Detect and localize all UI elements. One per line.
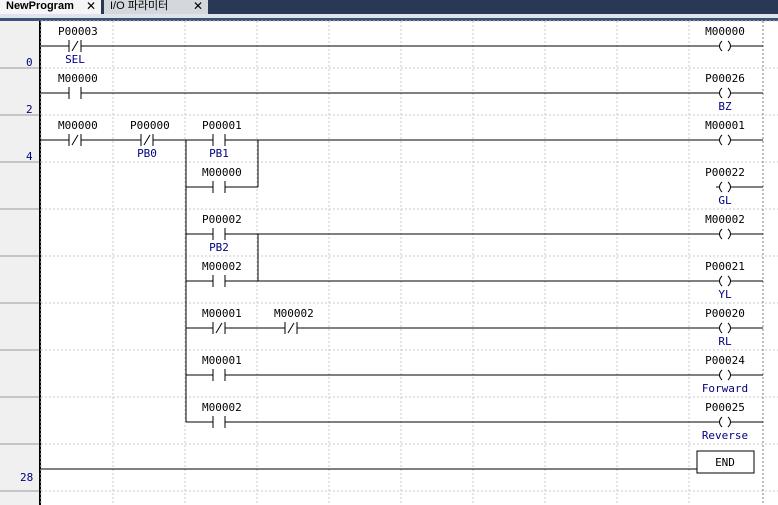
contact-device-label: P00000 [130, 119, 170, 132]
contact-m00000[interactable]: M00000 [58, 72, 98, 99]
tab-newprogram[interactable]: NewProgram ✕ [0, 0, 101, 14]
coil-comment: BZ [718, 100, 732, 113]
coil-comment: Reverse [702, 429, 748, 442]
coil-device-label: M00001 [705, 119, 745, 132]
coil-device-label: P00025 [705, 401, 745, 414]
coil-comment: RL [718, 335, 732, 348]
coil-device-label: M00000 [705, 25, 745, 38]
contact-comment: PB0 [137, 147, 157, 160]
close-icon[interactable]: ✕ [85, 0, 96, 13]
tab-label: NewProgram [6, 0, 74, 12]
contact-m00000[interactable]: M00000 [202, 166, 242, 193]
end-instruction[interactable] [696, 450, 755, 474]
coil-device-label: P00026 [705, 72, 745, 85]
coil-comment: YL [718, 288, 732, 301]
contact-device-label: M00001 [202, 307, 242, 320]
coil-m00001[interactable]: M00001 [705, 119, 763, 146]
step-number-gutter [0, 21, 41, 505]
end-label: END [715, 456, 735, 469]
tab-label: I/O 파라미터 [110, 0, 169, 12]
contact-comment: SEL [65, 53, 85, 66]
contact-m00001[interactable]: M00001 [202, 354, 242, 381]
contact-m00001[interactable]: M00001 [202, 307, 242, 334]
tab-underline [0, 18, 778, 21]
ladder-wires [41, 45, 716, 470]
coil-m00000[interactable]: M00000 [705, 25, 763, 52]
contact-m00000[interactable]: M00000 [58, 119, 98, 146]
contact-device-label: M00000 [202, 166, 242, 179]
contact-device-label: M00000 [58, 72, 98, 85]
step-number: 2 [26, 103, 33, 116]
contact-device-label: M00002 [202, 401, 242, 414]
contact-device-label: P00002 [202, 213, 242, 226]
contact-device-label: M00001 [202, 354, 242, 367]
coil-device-label: P00024 [705, 354, 745, 367]
coil-device-label: P00021 [705, 260, 745, 273]
contact-device-label: M00000 [58, 119, 98, 132]
coil-comment: Forward [702, 382, 748, 395]
coil-comment: GL [718, 194, 732, 207]
ladder-grid [0, 20, 778, 505]
contact-m00002[interactable]: M00002 [202, 401, 242, 428]
contact-m00002[interactable]: M00002 [202, 260, 242, 287]
step-number: 0 [26, 56, 33, 69]
tab-io-parameter[interactable]: I/O 파라미터 ✕ [104, 0, 208, 14]
coil-device-label: P00020 [705, 307, 745, 320]
contact-comment: PB1 [209, 147, 229, 160]
contact-m00002[interactable]: M00002 [274, 307, 314, 334]
tab-separator [0, 14, 778, 18]
contact-comment: PB2 [209, 241, 229, 254]
coil-m00002[interactable]: M00002 [705, 213, 763, 240]
close-icon[interactable]: ✕ [192, 0, 203, 13]
contact-device-label: P00003 [58, 25, 98, 38]
contact-device-label: P00001 [202, 119, 242, 132]
contact-device-label: M00002 [274, 307, 314, 320]
coil-device-label: M00002 [705, 213, 745, 226]
step-number: 28 [20, 471, 33, 484]
step-number: 4 [26, 150, 33, 163]
coil-device-label: P00022 [705, 166, 745, 179]
contact-device-label: M00002 [202, 260, 242, 273]
editor-tab-bar: NewProgram ✕ I/O 파라미터 ✕ [0, 0, 778, 14]
